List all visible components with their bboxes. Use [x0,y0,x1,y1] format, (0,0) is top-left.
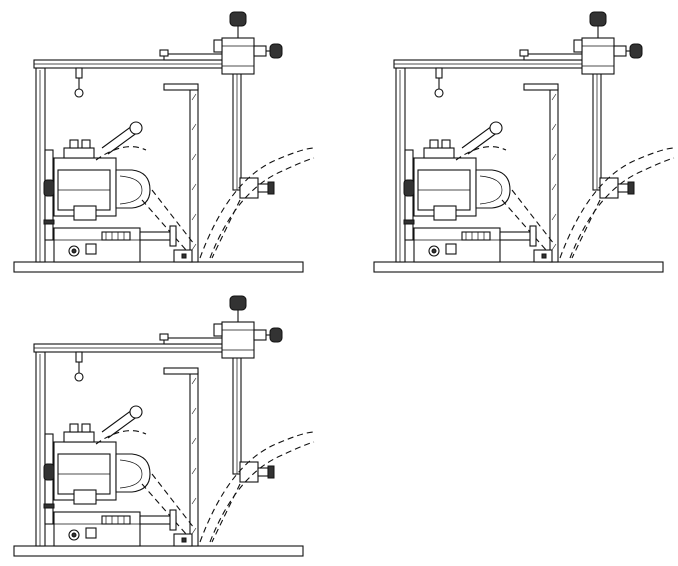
panel-top-left [13,11,315,273]
panel-top-right [373,11,675,273]
panel-bottom-left [13,295,315,557]
